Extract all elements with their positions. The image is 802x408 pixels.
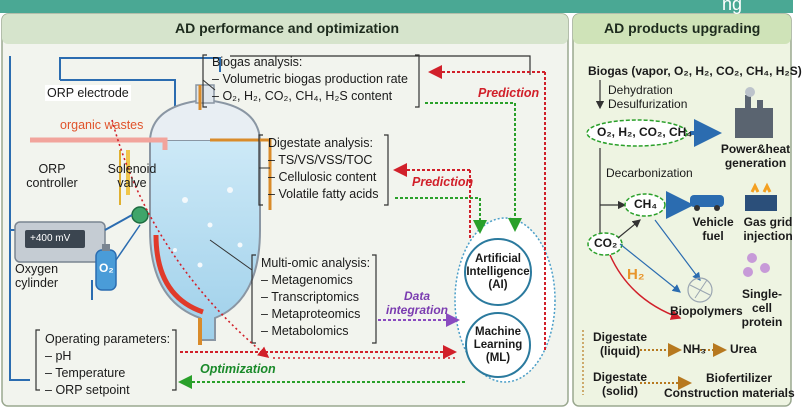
ch4-label: CH₄: [634, 197, 658, 211]
co2-label: CO₂: [594, 236, 618, 250]
operating-parameter-item: ORP setpoint: [55, 383, 130, 397]
orp-controller-label: ORP controller: [26, 162, 78, 191]
urea-label: Urea: [730, 342, 757, 356]
factory-icon: [735, 87, 773, 138]
solenoid-valve-device: [131, 206, 149, 224]
top-banner: [0, 0, 793, 13]
operating-parameters-box: Operating parameters: – pH – Temperature…: [45, 332, 171, 397]
controller-display: +400 mV: [30, 233, 71, 244]
multiomic-item: Metabolomics: [271, 324, 349, 338]
cylinder-o2-label: O₂: [99, 261, 114, 275]
ch4-bubble: [624, 193, 666, 217]
ml-circle: [465, 312, 531, 378]
car-icon: [690, 195, 724, 211]
organic-wastes-label: organic wastes: [60, 118, 144, 132]
right-panel-title: AD products upgrading: [604, 20, 761, 36]
optimization-label: Optimization: [200, 362, 276, 376]
digestate-outlet-pipe: [210, 138, 272, 210]
heating-jacket: [153, 234, 204, 315]
solenoid-valve-label: Solenoid valve: [107, 162, 157, 191]
construction-label: Construction materials: [664, 386, 795, 400]
operating-parameters-title: Operating parameters:: [45, 332, 171, 346]
left-panel-title: AD performance and optimization: [175, 20, 400, 36]
banner-text: ng: [722, 0, 743, 14]
power-heat-label: Power&heat generation: [720, 142, 791, 170]
blue-pipe-left: [9, 56, 30, 381]
orp-to-ml-dotted: [111, 119, 455, 358]
blue-pipe-top: [59, 57, 221, 80]
h2-label: H₂: [627, 266, 645, 283]
multiomic-analysis-title: Multi-omic analysis:: [261, 256, 371, 270]
biofertilizer-label: Biofertilizer: [706, 371, 773, 385]
oxygen-cylinder-label: Oxygen cylinder: [15, 262, 59, 291]
prediction-label-digestate: Prediction: [412, 175, 474, 189]
gas-grid-label: Gas grid injection: [743, 215, 793, 243]
prediction-label-biogas: Prediction: [478, 86, 540, 100]
organic-waste-feed: [30, 137, 168, 150]
biogas-analysis-box: Biogas analysis: – Volumetric biogas pro…: [212, 55, 408, 103]
data-integration-label: Data integration: [386, 289, 448, 317]
biogas-item: Volumetric biogas production rate: [222, 72, 408, 86]
operating-parameter-item: pH: [55, 349, 72, 363]
vehicle-fuel-label: Vehicle fuel: [692, 215, 734, 243]
biopolymers-label: Biopolymers: [670, 304, 743, 318]
digestate-to-ai-arrow: [395, 197, 487, 234]
decarbonization-label: Decarbonization: [606, 166, 693, 180]
multiomic-item: Metagenomics: [271, 273, 353, 287]
digestate-liquid-label: Digestate (liquid): [592, 330, 648, 358]
digestate-item: Cellulosic content: [278, 170, 377, 184]
multiomic-item: Transcriptomics: [271, 290, 359, 304]
desulfurization-label: Desulfurization: [608, 97, 688, 111]
gas-mix-label: O₂, H₂, CO₂, CH₄: [597, 125, 693, 139]
biogas-analysis-title: Biogas analysis:: [212, 55, 303, 69]
nh3-label: NH₃: [683, 342, 706, 356]
co2-bubble: [587, 232, 623, 256]
multiomic-item: Metaproteomics: [271, 307, 361, 321]
gas-mix-bubble: [586, 119, 688, 147]
digestate-analysis-box: Digestate analysis: – TS/VS/VSS/TOC – Ce…: [268, 136, 379, 201]
biogas-composition-label: Biogas (vapor, O₂, H₂, CO₂, CH₄, H₂S): [588, 64, 802, 78]
digestate-solid-label: Digestate (solid): [592, 370, 648, 398]
biogas-item: O₂, H₂, CO₂, CH₄, H₂S content: [222, 89, 393, 103]
multiomic-analysis-box: Multi-omic analysis: – Metagenomics – Tr…: [261, 256, 371, 338]
digestate-item: Volatile fatty acids: [278, 187, 379, 201]
left-panel-header: [2, 14, 568, 44]
orp-electrode-label: ORP electrode: [45, 85, 131, 102]
operating-parameter-item: Temperature: [55, 366, 126, 380]
dehydration-label: Dehydration: [608, 83, 673, 97]
digestate-analysis-title: Digestate analysis:: [268, 136, 373, 150]
biogas-to-ai-arrow: [425, 102, 522, 232]
digestate-item: TS/VS/VSS/TOC: [278, 153, 373, 167]
protein-icon: [743, 253, 770, 277]
ai-circle: [464, 238, 532, 306]
gas-grid-icon: [745, 182, 777, 211]
single-cell-protein-label: Single-cell protein: [741, 287, 783, 329]
biopolymer-icon: [687, 277, 713, 303]
right-panel-header: [573, 14, 791, 44]
